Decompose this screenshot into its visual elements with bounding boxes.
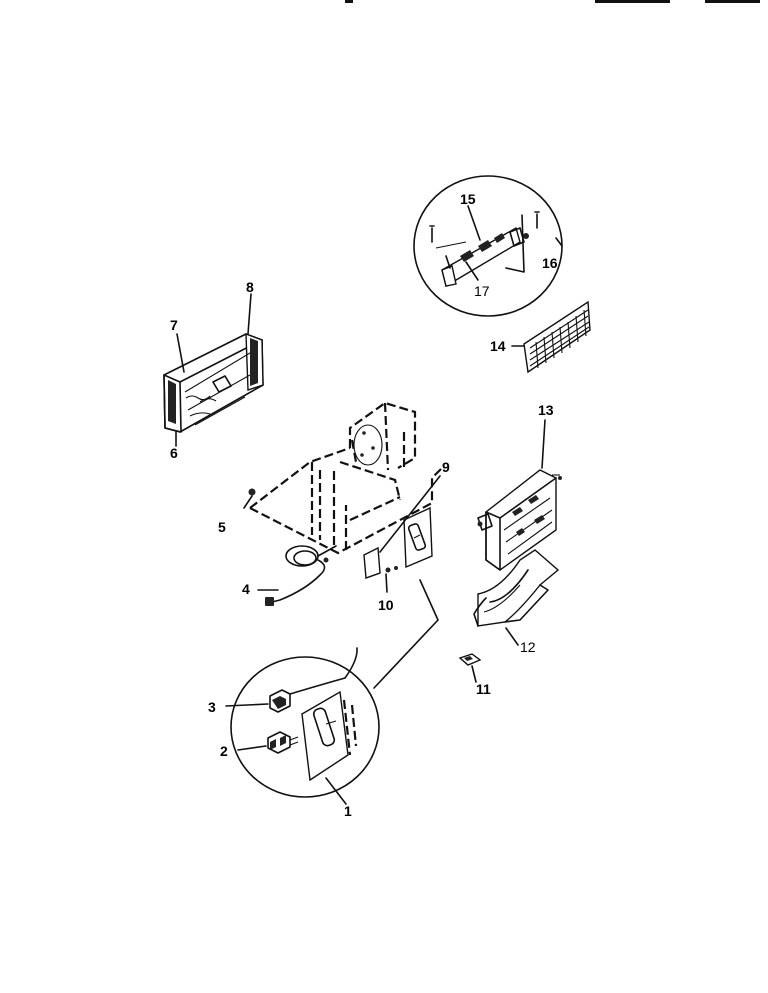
leader-3 [225,703,269,707]
callout-4: 4 [242,581,250,597]
part-power-cord [265,545,337,606]
leader-1 [325,777,347,805]
part-base-tray [473,549,560,627]
callout-15: 15 [460,191,476,207]
leader-7 [176,333,185,373]
callout-2: 2 [220,743,228,759]
leader-12 [505,627,519,646]
part-screw-5 [243,488,256,509]
callout-3: 3 [208,699,216,715]
leader-15 [467,205,481,241]
part-control-panel [477,469,562,571]
callout-1: 1 [344,803,352,819]
connector-line [373,579,439,689]
part-grille [523,300,591,374]
part-clip [458,653,482,666]
callout-11: 11 [476,681,491,697]
inset-detail-lower [230,647,380,798]
part-cabinet-base-outline [249,401,443,555]
callout-7: 7 [170,317,178,333]
part-filter-frame [163,332,264,433]
callout-6: 6 [170,445,178,461]
callout-17: 17 [474,283,490,299]
callout-9: 9 [442,459,450,475]
inset-detail-upper [413,175,563,317]
callout-13: 13 [538,402,554,418]
top-edge-marks [345,0,760,3]
callout-12: 12 [520,639,536,655]
leader-17 [465,261,479,281]
callout-8: 8 [246,279,254,295]
leader-9 [379,475,441,553]
leader-8 [247,293,252,335]
leader-11 [471,665,477,683]
callout-5: 5 [218,519,226,535]
callout-16: 16 [542,255,558,271]
part-bracket-10 [363,546,398,593]
leader-13 [541,419,546,469]
callout-10: 10 [378,597,394,613]
part-switch-plate [403,506,433,569]
callout-14: 14 [490,338,506,354]
leader-2 [237,745,267,751]
